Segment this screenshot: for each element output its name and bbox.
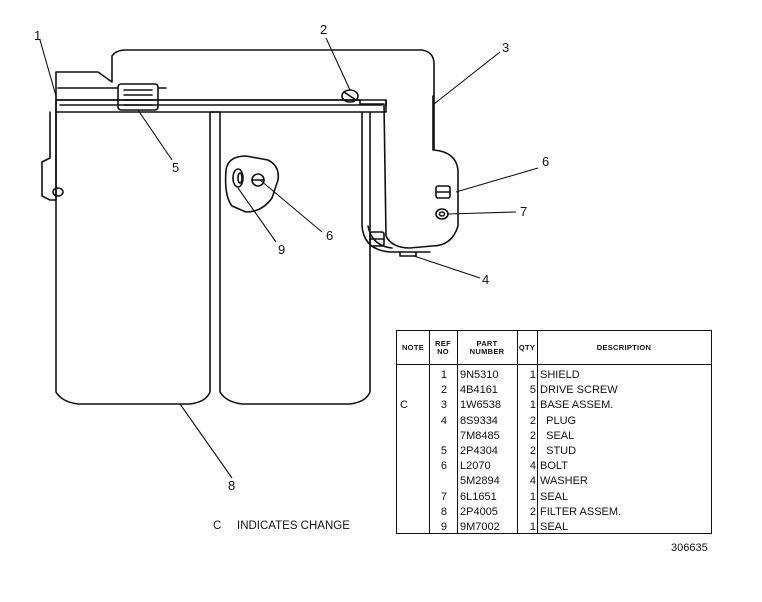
cell-description: PLUG <box>540 414 577 427</box>
cell-part-number: 8S9334 <box>460 414 498 427</box>
cell-qty: 2 <box>529 505 536 518</box>
callout-7: 7 <box>520 204 527 219</box>
base-assembly-housing <box>55 49 459 249</box>
table-row: 5 2P4304 2 STUD <box>397 444 711 459</box>
cell-part-number: L2070 <box>460 460 491 473</box>
header-note: NOTE <box>401 342 425 352</box>
callout-8: 8 <box>228 478 235 493</box>
header-qty: QTY <box>518 342 536 352</box>
cell-description: DRIVE SCREW <box>540 384 618 397</box>
header-description: DESCRIPTION <box>596 342 652 352</box>
cell-ref-no: 4 <box>440 414 447 427</box>
cell-ref-no: 5 <box>440 445 447 457</box>
cell-description: WASHER <box>540 475 588 488</box>
cell-qty: 5 <box>529 384 536 397</box>
cell-part-number: 9M7002 <box>460 521 500 533</box>
callout-9: 9 <box>278 242 285 257</box>
cell-qty: 1 <box>529 399 536 412</box>
cell-ref-no: 8 <box>440 505 447 518</box>
cell-qty: 1 <box>529 490 536 503</box>
drive-screw-clamp <box>117 83 159 111</box>
cell-qty: 4 <box>529 475 536 488</box>
cell-description: SEAL <box>540 521 569 533</box>
cell-qty: 2 <box>529 445 536 457</box>
callout-4: 4 <box>482 272 489 287</box>
callout-2: 2 <box>320 22 327 37</box>
table-row: 7 6L1651 1 SEAL <box>397 490 711 505</box>
cell-description: FILTER ASSEM. <box>540 505 622 518</box>
shield <box>41 111 57 201</box>
cell-part-number: 9N5310 <box>460 369 499 381</box>
cell-part-number: 1W6538 <box>460 399 501 412</box>
filter-assembly-right <box>219 111 371 405</box>
cell-description: BOLT <box>540 460 568 473</box>
cell-description: SEAL <box>540 429 575 442</box>
cell-part-number: 2P4005 <box>460 505 498 518</box>
cell-description: STUD <box>540 445 577 457</box>
cell-qty: 4 <box>529 460 536 473</box>
table-row: 5M2894 4 WASHER <box>397 474 711 489</box>
filter-assembly-left <box>55 111 211 405</box>
callout-6-b: 6 <box>326 228 333 243</box>
table-row: 1 9N5310 1 SHIELD <box>397 368 711 383</box>
cell-part-number: 6L1651 <box>460 490 497 503</box>
change-legend: C INDICATES CHANGE <box>213 520 350 532</box>
cell-qty: 1 <box>529 521 536 533</box>
seal-gasket <box>224 155 280 213</box>
cell-description: SHIELD <box>540 369 580 381</box>
cell-ref-no: 6 <box>440 460 447 473</box>
cell-note: C <box>400 399 408 412</box>
table-row: 4 8S9334 2 PLUG <box>397 414 711 429</box>
cell-ref-no: 7 <box>440 490 447 503</box>
cell-qty: 2 <box>529 414 536 427</box>
callout-5: 5 <box>172 160 179 175</box>
callout-3: 3 <box>502 40 509 55</box>
change-legend-text: INDICATES CHANGE <box>237 520 350 532</box>
cell-part-number: 2P4304 <box>460 445 498 457</box>
table-row: 9 9M7002 1 SEAL <box>397 520 711 535</box>
table-row: C 3 1W6538 1 BASE ASSEM. <box>397 398 711 413</box>
cell-ref-no: 9 <box>440 521 447 533</box>
table-row: 6 L2070 4 BOLT <box>397 459 711 474</box>
drawing-number: 306635 <box>671 542 708 554</box>
cell-part-number: 7M8485 <box>460 429 500 442</box>
table-row: 2 4B4161 5 DRIVE SCREW <box>397 383 711 398</box>
callout-1: 1 <box>34 28 41 43</box>
cell-ref-no: 3 <box>440 399 447 412</box>
cell-ref-no: 1 <box>440 369 447 381</box>
table-row: 7M8485 2 SEAL <box>397 429 711 444</box>
table-row: 8 2P4005 2 FILTER ASSEM. <box>397 505 711 520</box>
cell-qty: 2 <box>529 429 536 442</box>
callout-6-a: 6 <box>542 154 549 169</box>
cell-ref-no: 2 <box>440 384 447 397</box>
cell-part-number: 4B4161 <box>460 384 498 397</box>
cell-description: SEAL <box>540 490 569 503</box>
cell-description: BASE ASSEM. <box>540 399 614 412</box>
cell-qty: 1 <box>529 369 536 381</box>
cell-part-number: 5M2894 <box>460 475 500 488</box>
change-legend-letter: C <box>213 520 222 532</box>
